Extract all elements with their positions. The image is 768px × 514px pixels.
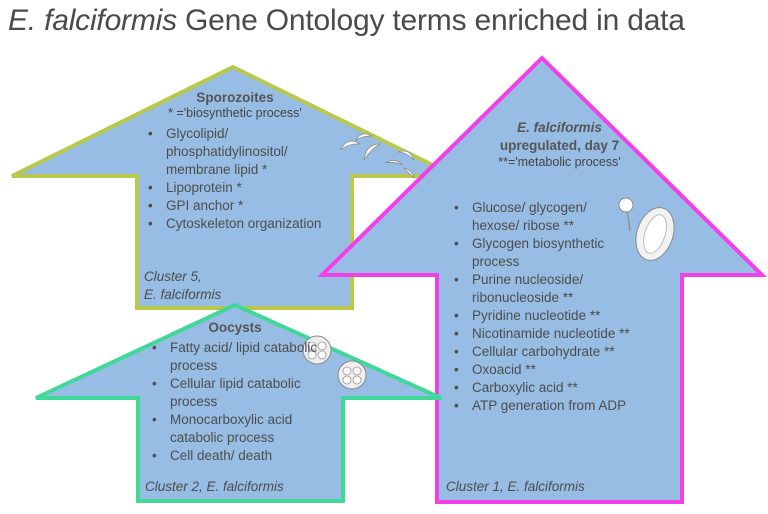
day7-heading-species: E. falciformis [517,120,602,135]
day7-note: **='metabolic process' [498,155,621,169]
list-item: ATP generation from ADP [454,397,704,415]
page-title: E. falciformis Gene Ontology terms enric… [8,4,760,38]
list-item: Monocarboxylic acid catabolic process [152,411,330,447]
oocysts-heading: Oocysts [208,320,262,335]
sporozoites-cluster: Cluster 5, E. falciformis [144,268,344,304]
list-item: Nicotinamide nucleotide ** [454,325,704,343]
list-item: Oxoacid ** [454,361,704,379]
list-item: Cellular lipid catabolic process [152,375,330,411]
oocysts-cluster: Cluster 2, E. falciformis [145,479,284,494]
list-item: Pyridine nucleotide ** [454,307,704,325]
list-item: Purine nucleoside/ ribonucleoside ** [454,271,622,307]
day7-cluster: Cluster 1, E. falciformis [446,479,585,494]
merozoite-icon [618,197,675,261]
sporozoites-cluster-line2: E. falciformis [144,287,222,302]
list-item: Cytoskeleton organization [148,215,346,233]
day7-list: Glucose/ glycogen/ hexose/ ribose ** Gly… [448,199,704,415]
title-species: E. falciformis [8,4,177,37]
list-item: Lipoprotein * [148,179,346,197]
oocysts-list: Fatty acid/ lipid catabolic process Cell… [146,339,330,465]
sporozoites-heading: Sporozoites [196,90,274,105]
list-item: Glucose/ glycogen/ hexose/ ribose ** [454,199,622,235]
title-text: Gene Ontology terms enriched in data [176,4,685,37]
list-item: Cellular carbohydrate ** [454,343,704,361]
list-item: Glycolipid/ phosphatidylinositol/ membra… [148,125,346,179]
sporozoites-note: * ='biosynthetic process' [168,106,302,120]
sporozoites-list: Glycolipid/ phosphatidylinositol/ membra… [142,125,346,233]
sporozoites-cluster-line1: Cluster 5, [144,269,202,284]
sporozoite-icon [339,133,415,180]
list-item: Glycogen biosynthetic process [454,235,622,271]
list-item: Carboxylic acid ** [454,379,704,397]
list-item: Cell death/ death [152,447,330,465]
day7-heading-text: upregulated, day 7 [499,138,620,153]
list-item: Fatty acid/ lipid catabolic process [152,339,330,375]
list-item: GPI anchor * [148,197,346,215]
